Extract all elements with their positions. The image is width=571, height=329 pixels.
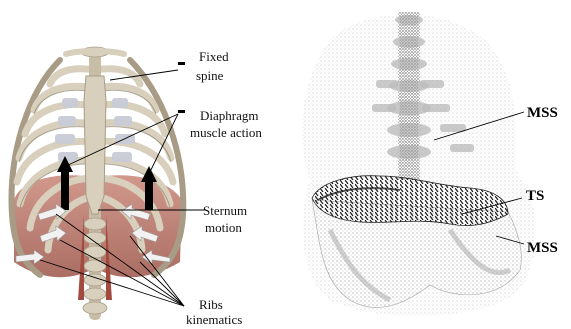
label-sternum-1: Sternum	[203, 203, 247, 218]
sternum	[84, 76, 106, 214]
label-diaphragm-1: Diaphragm	[200, 108, 258, 123]
label-ribs-1: Ribs	[199, 297, 223, 312]
label-fixed-spine-2: spine	[196, 68, 224, 83]
mesh-point-cloud	[302, 12, 536, 316]
label-fixed-spine-1: Fixed	[199, 49, 229, 64]
label-mss-lower: MSS	[527, 240, 558, 256]
label-ribs-2: kinematics	[186, 312, 242, 327]
label-mss-upper: MSS	[527, 105, 558, 121]
label-sternum-2: motion	[205, 220, 242, 235]
left-labels: Fixed spine Diaphragm muscle action Ster…	[178, 49, 262, 327]
label-ts: TS	[526, 188, 544, 204]
label-diaphragm-2: muscle action	[190, 125, 262, 140]
